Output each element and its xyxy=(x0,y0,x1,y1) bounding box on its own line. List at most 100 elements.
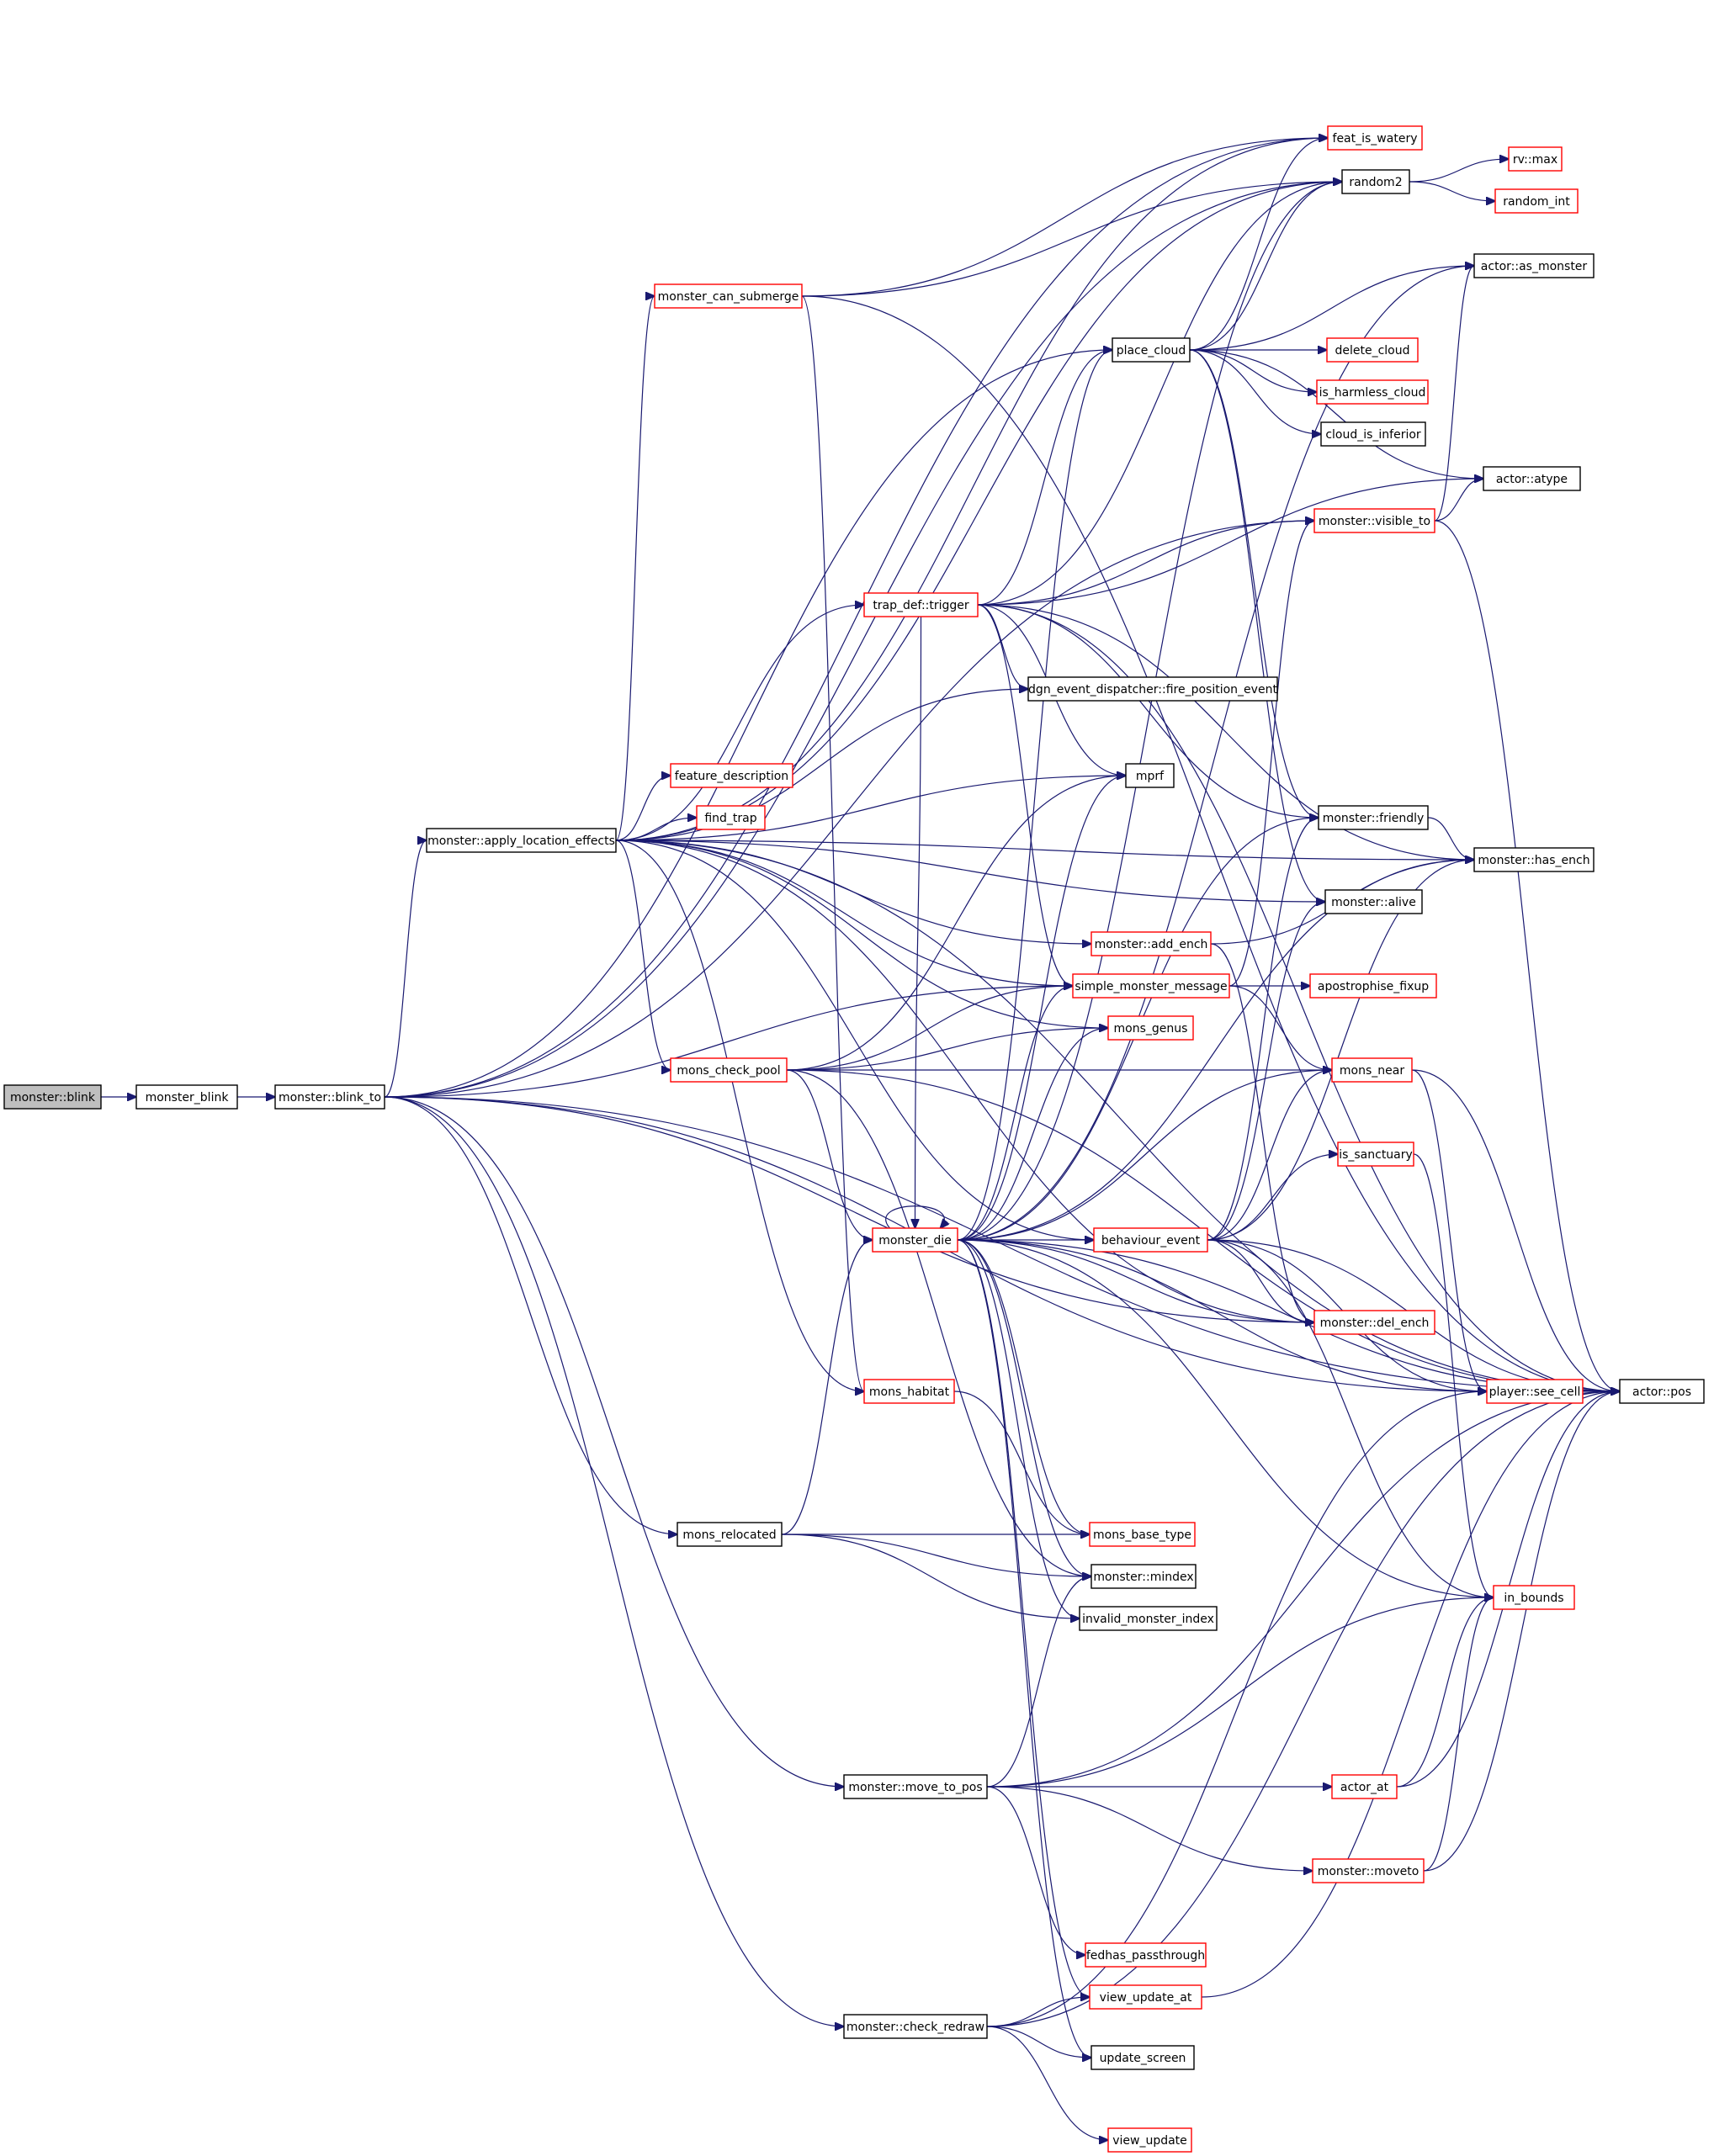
call-edge-behaviour_event-to-mons_near xyxy=(1207,1070,1332,1241)
function-node-box xyxy=(1089,1984,1202,2010)
function-node-friendly[interactable]: monster::friendly xyxy=(1318,805,1429,830)
function-node-view_update[interactable]: view_update xyxy=(1107,2127,1192,2153)
function-node-trap_trigger[interactable]: trap_def::trigger xyxy=(863,592,979,617)
call-edge-check_pool-to-mprf xyxy=(786,776,1126,1071)
call-edge-check_redraw-to-update_screen xyxy=(986,2026,1091,2058)
function-node-delete_cloud[interactable]: delete_cloud xyxy=(1326,337,1419,363)
function-node-is_harmless_cloud[interactable]: is_harmless_cloud xyxy=(1316,379,1429,405)
function-node-moveto[interactable]: monster::moveto xyxy=(1312,1858,1425,1883)
function-node-label: fedhas_passthrough xyxy=(1086,1949,1205,1963)
function-node-blink_to[interactable]: monster::blink_to xyxy=(274,1084,385,1110)
function-node-label: monster_blink xyxy=(146,1091,230,1104)
function-node-check_redraw[interactable]: monster::check_redraw xyxy=(843,2014,988,2039)
function-node-as_monster[interactable]: actor::as_monster xyxy=(1473,253,1595,278)
call-edge-random2-to-random_int xyxy=(1409,181,1495,201)
function-node-add_ench[interactable]: monster::add_ench xyxy=(1090,931,1212,956)
function-node-random2[interactable]: random2 xyxy=(1341,169,1410,194)
function-node-label: monster::alive xyxy=(1331,896,1416,909)
call-edge-apply_loc-to-del_ench xyxy=(615,840,1314,1322)
call-edge-random2-to-rv_max xyxy=(1409,159,1509,183)
function-node-label: monster::has_ench xyxy=(1478,854,1589,867)
call-edge-apply_loc-to-trap_trigger xyxy=(615,605,864,841)
function-node-can_submerge[interactable]: monster_can_submerge xyxy=(654,283,803,309)
function-node-del_ench[interactable]: monster::del_ench xyxy=(1313,1310,1435,1335)
call-edge-trap_trigger-to-fire_pos xyxy=(977,604,1028,689)
function-node-apply_loc[interactable]: monster::apply_location_effects xyxy=(426,828,617,853)
function-node-label: actor::as_monster xyxy=(1481,260,1588,273)
function-node-box xyxy=(1318,805,1429,830)
call-edge-monster_die-to-random2 xyxy=(957,182,1342,1241)
call-edge-check_pool-to-monster_die xyxy=(786,1069,873,1240)
function-node-monster_blink[interactable]: monster_blink xyxy=(135,1084,238,1110)
function-node-is_sanctuary[interactable]: is_sanctuary xyxy=(1337,1142,1414,1167)
function-node-box xyxy=(1072,973,1230,999)
function-node-mons_near[interactable]: mons_near xyxy=(1331,1057,1413,1083)
function-node-fire_pos[interactable]: dgn_event_dispatcher::fire_position_even… xyxy=(1027,676,1278,702)
function-node-box xyxy=(1313,508,1435,533)
call-edge-apply_loc-to-mons_genus xyxy=(615,840,1108,1028)
call-edge-monster_die-to-mons_near xyxy=(957,1070,1332,1241)
function-node-visible_to[interactable]: monster::visible_to xyxy=(1313,508,1435,533)
function-node-box xyxy=(872,1227,958,1253)
function-node-in_bounds[interactable]: in_bounds xyxy=(1493,1585,1575,1610)
function-node-rv_max[interactable]: rv::max xyxy=(1508,146,1563,172)
call-edge-mons_relocated-to-monster_die xyxy=(781,1240,873,1535)
function-node-invalid_idx[interactable]: invalid_monster_index xyxy=(1079,1606,1218,1631)
call-edge-trap_trigger-to-simple_msg xyxy=(977,604,1073,986)
function-node-label: monster::move_to_pos xyxy=(848,1781,982,1794)
function-node-atype[interactable]: actor::atype xyxy=(1483,466,1581,491)
call-edge-monster_die-to-mprf xyxy=(957,776,1126,1241)
function-node-mons_relocated[interactable]: mons_relocated xyxy=(677,1522,783,1547)
call-edge-monster_die-to-monster_die xyxy=(885,1205,945,1228)
function-node-label: monster::check_redraw xyxy=(846,2021,984,2034)
function-node-place_cloud[interactable]: place_cloud xyxy=(1112,337,1191,363)
function-node-box xyxy=(1093,1227,1208,1253)
function-node-box xyxy=(1486,1379,1584,1404)
function-node-mindex[interactable]: monster::mindex xyxy=(1090,1564,1197,1589)
function-node-actor_at[interactable]: actor_at xyxy=(1331,1774,1398,1799)
function-node-cloud_is_inferior[interactable]: cloud_is_inferior xyxy=(1320,421,1426,447)
function-node-box xyxy=(1326,337,1419,363)
call-edge-moveto-to-in_bounds xyxy=(1423,1597,1494,1872)
function-node-box xyxy=(843,1774,988,1799)
call-edge-behaviour_event-to-friendly xyxy=(1207,818,1319,1241)
call-edge-blink_to-to-feat_is_watery xyxy=(384,138,1328,1098)
function-node-box xyxy=(1337,1142,1414,1167)
call-edge-trap_trigger-to-has_ench xyxy=(977,604,1474,860)
call-edge-apply_loc-to-mons_habitat xyxy=(615,840,864,1391)
function-node-fedhas[interactable]: fedhas_passthrough xyxy=(1085,1942,1207,1968)
function-node-feat_is_watery[interactable]: feat_is_watery xyxy=(1327,125,1423,151)
function-node-apostrophise[interactable]: apostrophise_fixup xyxy=(1309,973,1437,999)
function-node-move_to_pos[interactable]: monster::move_to_pos xyxy=(843,1774,988,1799)
function-node-check_pool[interactable]: mons_check_pool xyxy=(670,1057,788,1083)
function-node-has_ench[interactable]: monster::has_ench xyxy=(1473,847,1595,872)
function-node-label: invalid_monster_index xyxy=(1082,1613,1214,1626)
function-node-random_int[interactable]: random_int xyxy=(1494,188,1579,214)
function-node-label: mons_habitat xyxy=(869,1385,950,1399)
call-edge-move_to_pos-to-moveto xyxy=(986,1786,1313,1871)
function-node-update_screen[interactable]: update_screen xyxy=(1090,2045,1195,2070)
function-node-label: random_int xyxy=(1503,195,1570,209)
function-node-mons_base_type[interactable]: mons_base_type xyxy=(1089,1522,1196,1547)
function-node-mons_genus[interactable]: mons_genus xyxy=(1107,1015,1194,1041)
function-node-feature_desc[interactable]: feature_description xyxy=(670,763,793,788)
call-edge-monster_die-to-as_monster xyxy=(957,266,1474,1241)
function-node-actor_pos[interactable]: actor::pos xyxy=(1619,1379,1705,1404)
function-node-mprf[interactable]: mprf xyxy=(1125,763,1175,788)
call-edge-trap_trigger-to-place_cloud xyxy=(977,350,1112,606)
function-node-box xyxy=(677,1522,783,1547)
function-node-monster_die[interactable]: monster_die xyxy=(872,1227,958,1253)
function-node-simple_msg[interactable]: simple_monster_message xyxy=(1072,973,1230,999)
function-node-label: update_screen xyxy=(1100,2052,1186,2065)
function-node-label: random2 xyxy=(1349,176,1402,189)
function-node-label: actor::pos xyxy=(1632,1385,1691,1399)
function-node-behaviour_event[interactable]: behaviour_event xyxy=(1093,1227,1208,1253)
function-node-view_update_at[interactable]: view_update_at xyxy=(1089,1984,1202,2010)
function-node-find_trap[interactable]: find_trap xyxy=(696,805,766,830)
function-node-box xyxy=(1090,1564,1197,1589)
function-node-box xyxy=(1331,1774,1398,1799)
function-node-alive[interactable]: monster::alive xyxy=(1324,889,1423,914)
function-node-mons_habitat[interactable]: mons_habitat xyxy=(863,1379,955,1404)
function-node-see_cell[interactable]: player::see_cell xyxy=(1486,1379,1584,1404)
call-edge-visible_to-to-as_monster xyxy=(1434,266,1474,522)
